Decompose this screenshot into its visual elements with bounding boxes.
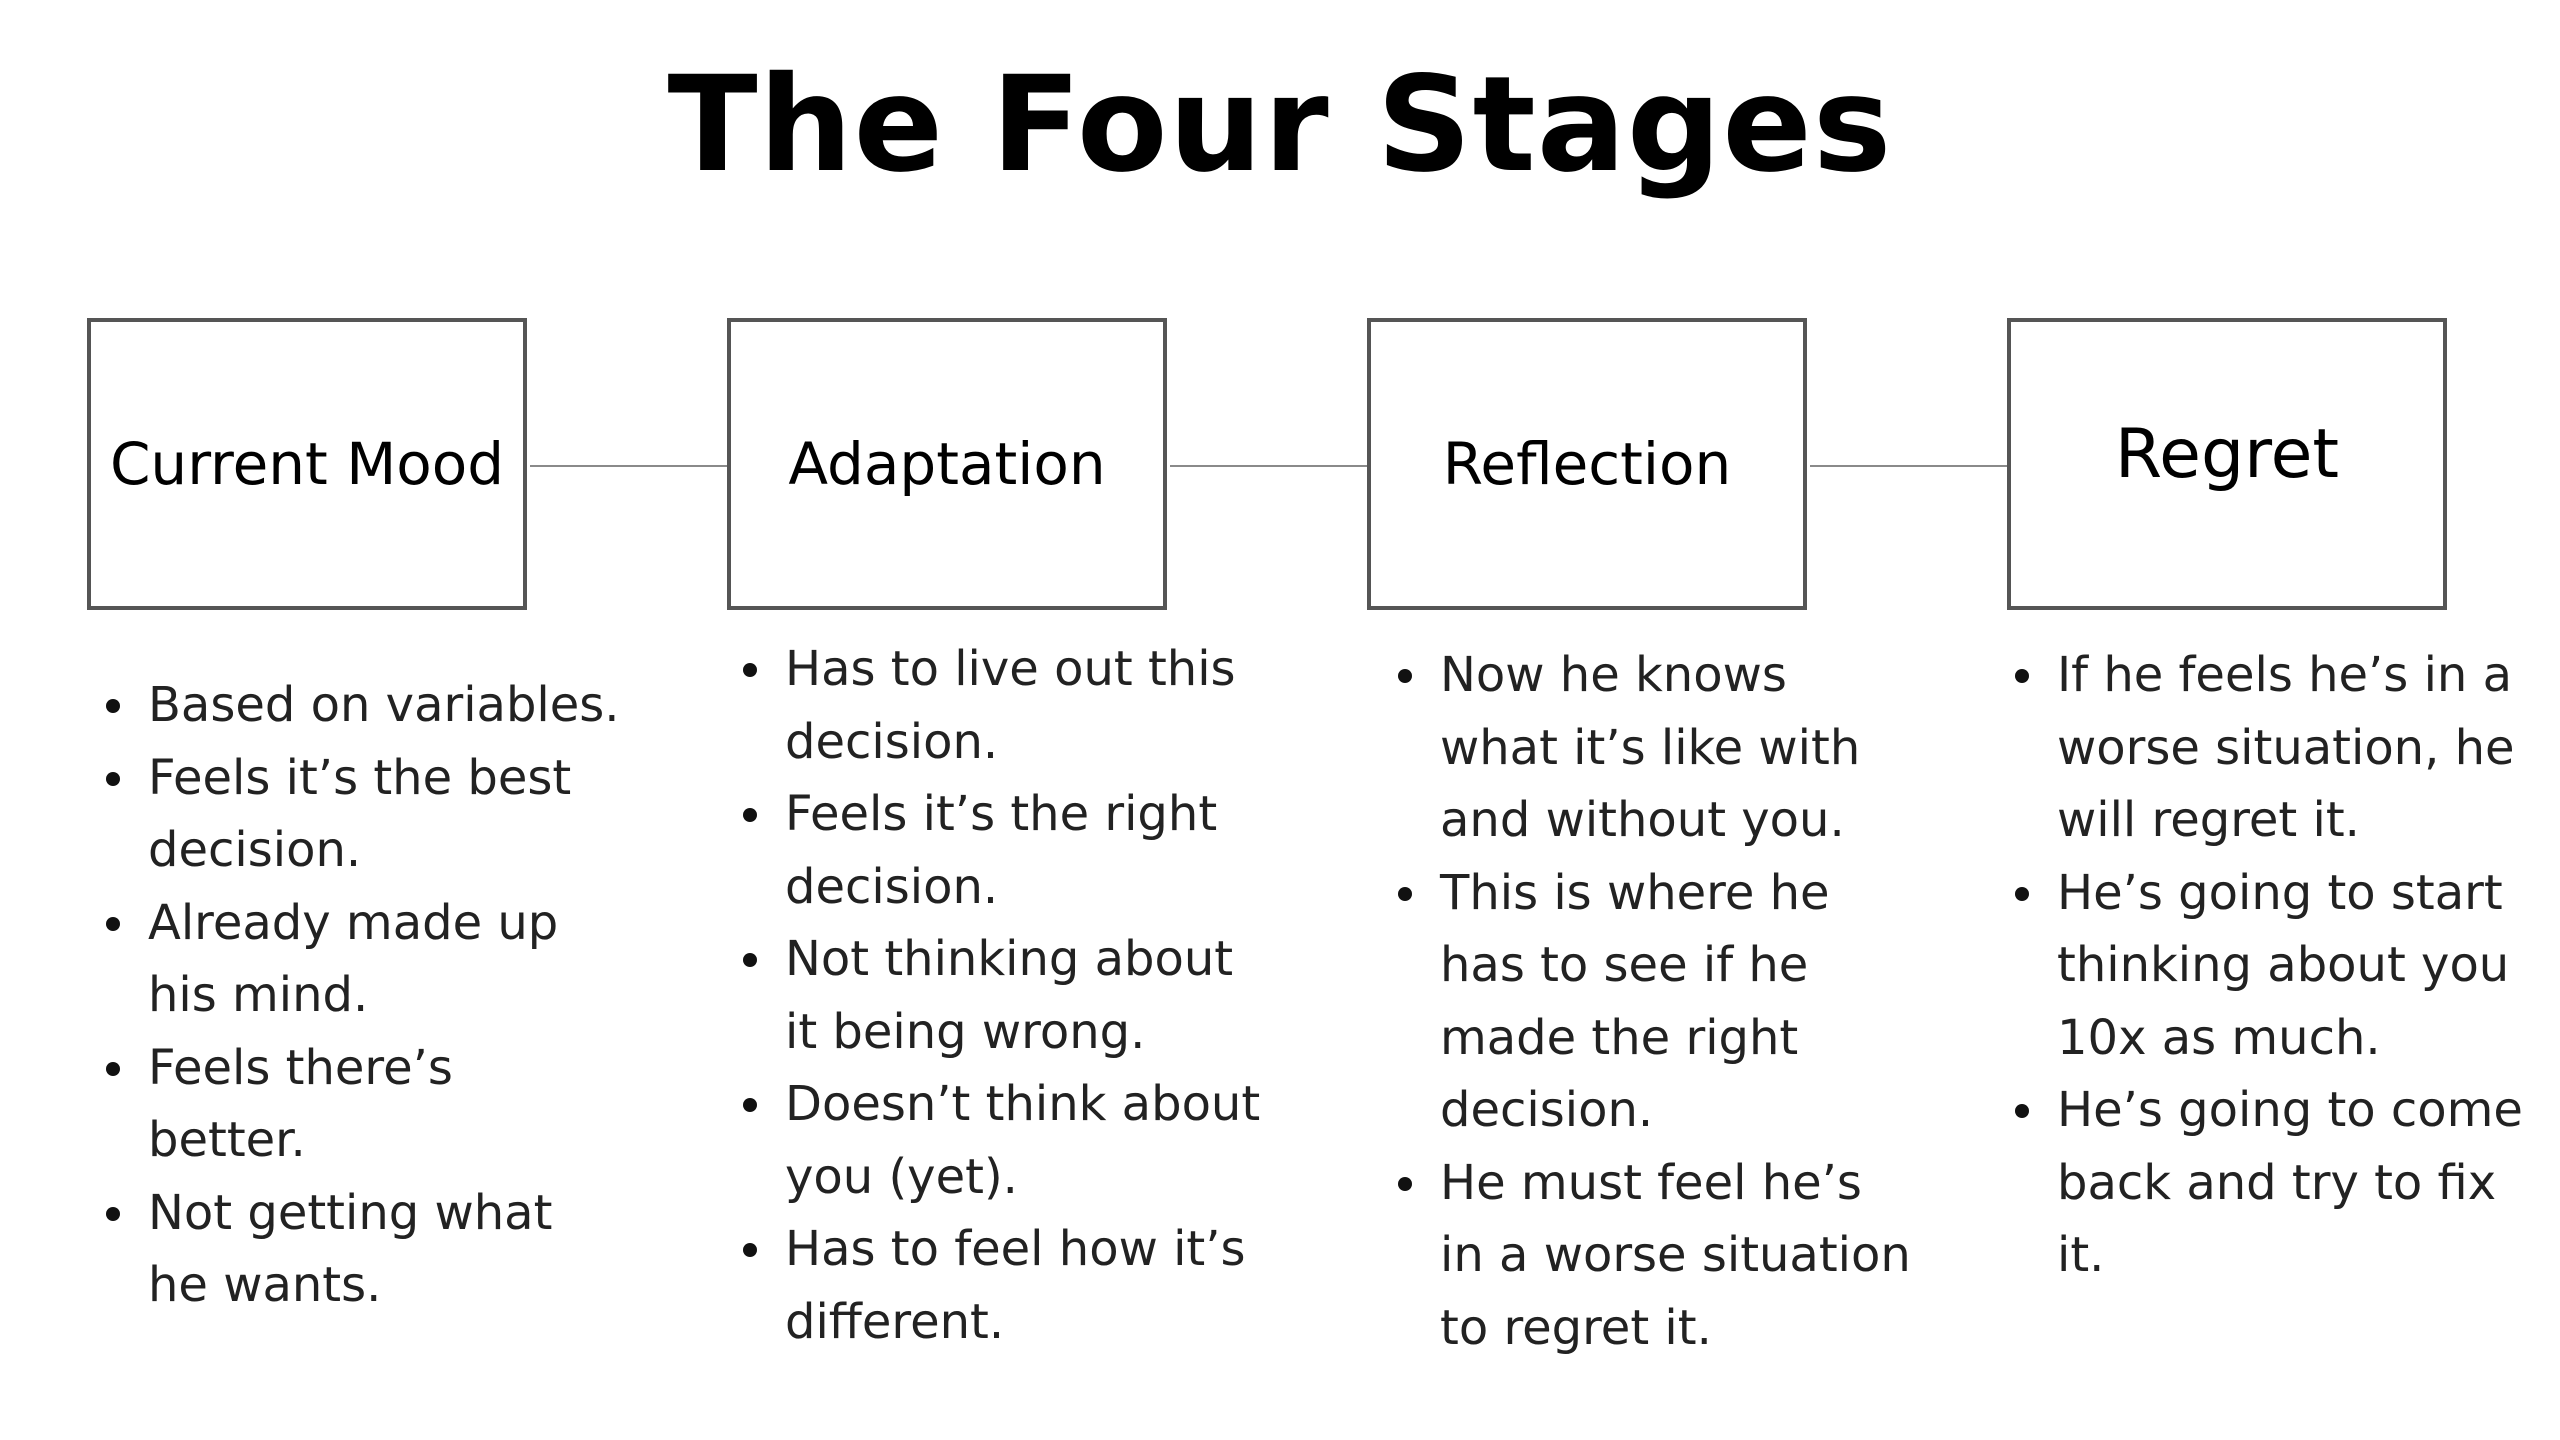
stage-label: Adaptation [788, 430, 1106, 498]
diagram-title: The Four Stages [667, 48, 1893, 202]
stage-box-current-mood: Current Mood [87, 318, 527, 610]
stage-bullets-adaptation: Has to live out this decision. Feels it’… [741, 633, 1271, 1358]
stage-label: Current Mood [109, 430, 505, 498]
bullet-item: If he feels he’s in a worse situation, h… [2013, 639, 2533, 857]
stage-label: Regret [2114, 415, 2340, 494]
connector-2-3 [1170, 465, 1368, 467]
connector-3-4 [1810, 465, 2008, 467]
bullet-item: Feels there’s better. [104, 1032, 624, 1177]
stage-box-adaptation: Adaptation [727, 318, 1167, 610]
bullet-item: Feels it’s the best decision. [104, 742, 624, 887]
stage-bullets-reflection: Now he knows what it’s like with and wit… [1396, 639, 1916, 1364]
bullet-item: Not thinking about it being wrong. [741, 923, 1271, 1068]
stage-bullets-current-mood: Based on variables. Feels it’s the best … [104, 669, 624, 1322]
bullet-item: Now he knows what it’s like with and wit… [1396, 639, 1916, 857]
stage-box-regret: Regret [2007, 318, 2447, 610]
stage-label: Reflection [1442, 430, 1732, 498]
bullet-item: He’s going to come back and try to fix i… [2013, 1074, 2533, 1292]
bullet-item: He must feel he’s in a worse situation t… [1396, 1147, 1916, 1365]
bullet-item: Already made up his mind. [104, 887, 624, 1032]
bullet-item: This is where he has to see if he made t… [1396, 857, 1916, 1147]
bullet-item: Not getting what he wants. [104, 1177, 624, 1322]
bullet-item: Has to live out this decision. [741, 633, 1271, 778]
stage-box-reflection: Reflection [1367, 318, 1807, 610]
bullet-item: Has to feel how it’s different. [741, 1213, 1271, 1358]
connector-1-2 [530, 465, 728, 467]
stage-bullets-regret: If he feels he’s in a worse situation, h… [2013, 639, 2533, 1292]
bullet-item: Doesn’t think about you (yet). [741, 1068, 1271, 1213]
bullet-item: Feels it’s the right decision. [741, 778, 1271, 923]
bullet-item: He’s going to start thinking about you 1… [2013, 857, 2533, 1075]
bullet-item: Based on variables. [104, 669, 624, 742]
